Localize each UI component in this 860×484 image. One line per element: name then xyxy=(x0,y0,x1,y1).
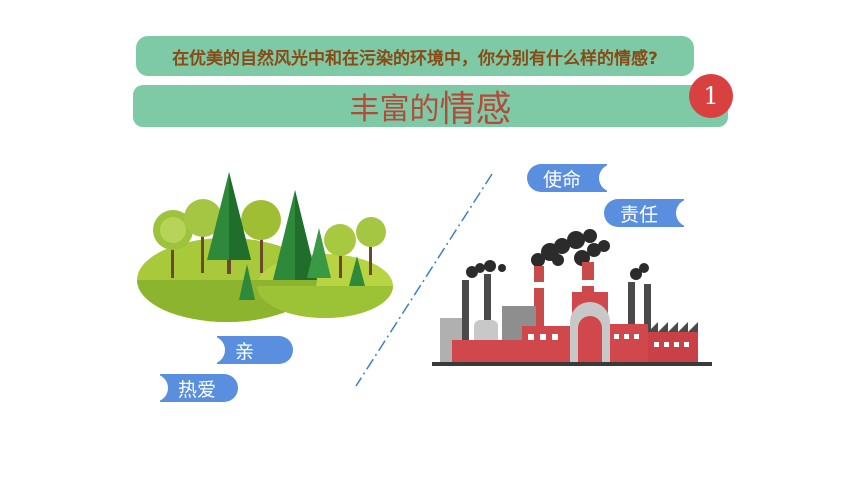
forest-icon xyxy=(137,172,393,322)
tag-mission-label: 使命 xyxy=(543,168,582,191)
tag-kin-label: 亲 xyxy=(235,340,255,363)
question-banner: 在优美的自然风光中和在污染的环境中，你分别有什么样的情感? xyxy=(136,36,694,76)
factory-icon xyxy=(432,229,712,366)
tag-mission: 使命 xyxy=(527,164,613,192)
title-banner: 丰富的情感 xyxy=(133,85,728,130)
question-text: 在优美的自然风光中和在污染的环境中，你分别有什么样的情感? xyxy=(172,48,658,69)
number-badge: 1 xyxy=(689,74,733,118)
tag-responsibility: 责任 xyxy=(604,199,690,227)
title-part1: 丰富的 xyxy=(349,92,440,127)
tag-love: 热爱 xyxy=(154,374,238,402)
tag-responsibility-label: 责任 xyxy=(620,203,659,226)
tag-kin: 亲 xyxy=(211,336,293,364)
tag-love-label: 热爱 xyxy=(178,378,217,401)
title-part2: 情感 xyxy=(439,89,512,130)
divider-line xyxy=(355,173,493,387)
